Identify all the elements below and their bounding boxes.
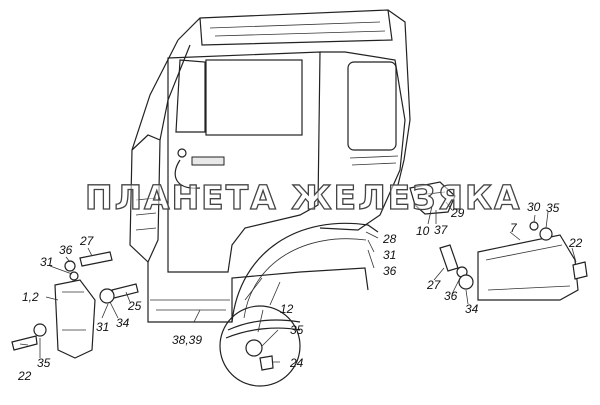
washer-36-left — [64, 260, 76, 272]
rear-window — [347, 61, 397, 151]
leader-lines — [19, 201, 577, 363]
bolt-27-left — [79, 251, 113, 267]
callout-25: 25 — [128, 299, 142, 313]
callout-35-right: 35 — [546, 201, 560, 215]
callout-22-right: 22 — [569, 236, 583, 250]
bolt-22-left — [11, 335, 38, 351]
mirror-bracket — [174, 159, 201, 189]
side-panel — [319, 51, 406, 231]
wheel-arch — [231, 222, 379, 323]
callout-10: 10 — [416, 224, 430, 238]
callout-27-left: 27 — [80, 234, 94, 248]
mudguard-plate-right — [477, 234, 579, 301]
nut-30 — [529, 221, 539, 231]
nut-31-left — [69, 271, 79, 281]
callout-37: 37 — [434, 223, 448, 237]
callout-36-left: 36 — [59, 243, 73, 257]
callout-36-cab: 36 — [383, 264, 397, 278]
callout-31-mid: 31 — [96, 320, 110, 334]
callout-24: 24 — [290, 356, 304, 370]
callout-1-2: 1,2 — [22, 290, 39, 304]
callout-29: 29 — [451, 206, 465, 220]
door-window — [205, 59, 303, 136]
callout-30: 30 — [527, 200, 541, 214]
callout-27-right: 27 — [427, 278, 441, 292]
bolt-25 — [111, 283, 139, 299]
windshield-pillar — [129, 39, 179, 263]
callout-35-detail: 35 — [290, 323, 304, 337]
callout-34-left: 34 — [116, 316, 130, 330]
callout-38-39: 38,39 — [172, 333, 203, 347]
washer-35-left — [33, 323, 47, 337]
callout-12: 12 — [280, 302, 294, 316]
washer-35-right — [539, 227, 553, 241]
callout-36-right: 36 — [444, 289, 458, 303]
callout-31-left: 31 — [40, 255, 54, 269]
vent-window — [175, 59, 206, 133]
lock-cylinder — [177, 148, 187, 158]
cab-step — [147, 262, 369, 323]
door-handle — [191, 156, 225, 166]
cab-door — [167, 51, 321, 273]
mudguard-bracket-left — [54, 279, 96, 359]
front-panel — [131, 134, 161, 263]
callout-22-left: 22 — [18, 369, 32, 383]
washer-35-detail — [245, 339, 263, 357]
nut-34 — [99, 288, 115, 304]
callout-31-right: 31 — [383, 248, 397, 262]
callout-34-right: 34 — [465, 302, 479, 316]
bolt-27-right — [439, 244, 459, 272]
bolt-24-detail — [259, 355, 274, 371]
callout-7: 7 — [510, 221, 517, 235]
roof-spoiler — [199, 9, 393, 46]
callout-35-left: 35 — [37, 356, 51, 370]
watermark: ПЛАНЕТА ЖЕЛЕЗЯКА — [84, 177, 522, 217]
rear-bracket — [409, 181, 456, 215]
detail-circle — [219, 305, 301, 387]
bolt-22-right — [572, 261, 588, 280]
nut-34-right — [458, 274, 474, 290]
callout-28: 28 — [383, 232, 397, 246]
